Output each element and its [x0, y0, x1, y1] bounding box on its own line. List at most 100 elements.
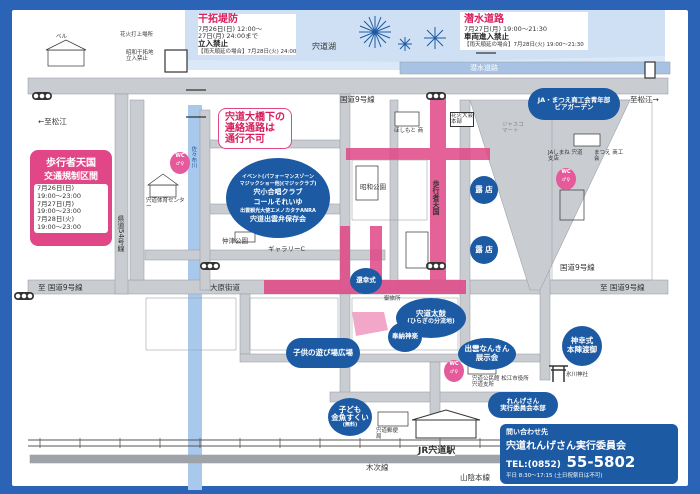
- hanabi-launch-label: 花火打上場所: [120, 32, 154, 38]
- shinkou-line2: 本陣渡御: [567, 345, 597, 354]
- hanabi-honbu-label: 花火大会本部: [450, 112, 474, 127]
- roten-bubble-2: 露 店: [470, 236, 498, 264]
- hokousha-d3: 7月28日(火): [37, 215, 74, 224]
- sensui-callout: 潜水道路 7月27日(月) 19:00～21:30 車両進入禁止 【雨天順延の場…: [460, 12, 588, 50]
- grid-lanterns: [355, 165, 585, 269]
- ja-beer-garden-bubble: JA・まつえ商工会青年部 ビアガーデン: [528, 88, 620, 120]
- hikaku-line1: 7月26日(日) 12:00～: [198, 24, 263, 33]
- nakamachi-park-label: 仲津公園: [222, 237, 248, 245]
- hokousha-t1: 19:00～23:00: [37, 191, 81, 200]
- contact-title: 問い合わせ先: [506, 428, 548, 436]
- hikaku-rain: 【雨天順延の場合】7月28日(火) 24:00: [198, 49, 297, 56]
- event-line5: 出雲観光大使エメノカタテANRA: [240, 207, 316, 214]
- hokousha-d1: 7月26日(日): [37, 184, 74, 192]
- sanin-line-label: 山陰本線: [460, 473, 490, 482]
- kouminkan-label: 宍道公民館 松江市役所宍道支所: [472, 376, 529, 389]
- shinkou-bubble: 神幸式 本陣渡御: [562, 326, 602, 366]
- torii-icon: [549, 365, 568, 382]
- nankin-line2: 展示会: [475, 353, 499, 362]
- shinkou-line1: 神幸式: [570, 336, 594, 346]
- hokousha-title1: 歩行者天国: [46, 158, 96, 169]
- otabisho-label: 御旅所: [384, 296, 401, 302]
- sensui-line2: 車両進入禁止: [464, 31, 509, 41]
- showa-park-label: 昭和公園: [360, 183, 386, 191]
- kodomo-bubble: 子供の遊び場広場: [286, 338, 360, 368]
- bridge-line3: 通行不可: [225, 134, 265, 145]
- hokousha-vertical-label: 歩行者天国: [432, 180, 441, 215]
- bell-label: ベル: [56, 34, 68, 40]
- station-building-icon: [411, 409, 481, 439]
- izumo-right-label: 至 国道9号線: [600, 283, 645, 292]
- kendo54-label: 県道54号線: [117, 215, 126, 252]
- event-line2: マジックショー他)(マジックラブ): [239, 180, 317, 187]
- contact-org: 宍道れんげさん実行委員会: [506, 441, 626, 452]
- honou-kagura-bubble: 奉納神楽: [388, 322, 422, 352]
- double-arrow-icons: [186, 52, 496, 118]
- yubinkyoku-label: 宍道郵便局: [376, 428, 399, 441]
- taiko-line1: 宍道太鼓: [416, 309, 446, 319]
- sensui-rain: 【雨天順延の場合】7月28日(火) 19:00～21:30: [464, 41, 584, 48]
- event-line3: 宍小合唱クラブ: [253, 187, 303, 196]
- hokousha-box: 歩行者天国 交通規制区間 7月26日(日) 19:00～23:00 7月27日(…: [30, 150, 112, 246]
- nankin-line1: 出雲なんきん: [464, 344, 510, 354]
- sasafu-river-label: 佐々布川: [190, 146, 197, 168]
- gallery-label: ギャラリーC: [268, 245, 306, 253]
- contact-tel-label: TEL:(0852): [506, 460, 561, 470]
- hokousha-t3: 19:00～23:00: [37, 222, 81, 231]
- izumo-left-label: 至 国道9号線: [38, 283, 83, 292]
- bridge-warning: 宍道大橋下の 連絡通路は 通行不可: [218, 108, 292, 149]
- hokousha-d2: 7月27日(月): [37, 199, 74, 208]
- hokousha-t2: 19:00～23:00: [37, 207, 81, 216]
- hokousha-schedule: 7月26日(日) 19:00～23:00 7月27日(月) 19:00～23:0…: [34, 184, 108, 233]
- sensui-line1: 7月27日(月) 19:00～21:30: [464, 24, 548, 33]
- hikaku-line3: 立入禁止: [198, 39, 228, 49]
- hikaku-line2: 27日(月) 24:00まで: [198, 31, 259, 40]
- fireworks-icon: [359, 16, 446, 51]
- honbu-line2: 実行委員会本部: [500, 404, 546, 412]
- kanshin-bubble: 還幸式: [350, 268, 382, 294]
- hokousha-title2: 交通規制区間: [43, 172, 98, 182]
- river-sasafu: [188, 105, 202, 490]
- event-line1: イベント(パフォーマンスゾーン: [242, 173, 314, 180]
- roten-bubble-1: 露 店: [470, 176, 498, 204]
- honbu-line1: れんげさん: [506, 396, 540, 405]
- wc-icon-3: WC♂♀: [444, 360, 464, 382]
- kingyo-line2: 金魚すくい: [331, 413, 369, 423]
- sensui-title: 潜水道路: [464, 14, 504, 25]
- otabisho-area: [352, 312, 388, 336]
- jusco-label: ジャスコ マート: [502, 122, 524, 135]
- sensui-road-label: 潜水道路: [470, 64, 498, 72]
- gate-icons: [164, 49, 656, 79]
- lake-label: 宍道湖: [312, 42, 336, 51]
- wc-icon-2: WC♂♀: [556, 168, 576, 190]
- event-line6: 宍道出雲弁保存会: [250, 214, 306, 223]
- kokudo9-bottom-label: 国道9号線: [560, 263, 595, 272]
- showa-tokusetsu-label: 昭和干拓地 立入禁止: [126, 50, 154, 63]
- shokokai-label: まつえ 商工会: [594, 150, 624, 163]
- hikaku-title: 干拓堤防: [198, 14, 238, 25]
- bridge-line2: 連絡通路は: [225, 123, 275, 134]
- nankin-bubble: 出雲なんきん 展示会: [458, 338, 516, 370]
- kokudo9-top-label: 国道9号線: [340, 95, 375, 104]
- traffic-light-icons: [14, 92, 446, 300]
- kingyo-bubble: 子ども 金魚すくい (無料): [328, 398, 372, 436]
- kingyo-line1: 子ども: [338, 404, 362, 414]
- ja-branch-label: JAしまね 宍道支店: [548, 150, 583, 163]
- matsue-left-label: ←至松江: [38, 117, 67, 126]
- jr-station-label: JR宍道駅: [418, 446, 456, 457]
- contact-tel-row: TEL:(0852) 55-5802: [506, 452, 672, 471]
- ja-line1: JA・まつえ商工会青年部: [537, 95, 611, 104]
- ja-line2: ビアガーデン: [554, 103, 594, 111]
- contact-panel: 問い合わせ先 宍道れんげさん実行委員会 TEL:(0852) 55-5802 平…: [500, 424, 678, 484]
- road-network: [27, 61, 671, 464]
- hikaku-callout: 干拓堤防 7月26日(日) 12:00～ 27日(月) 24:00まで 立入禁止…: [198, 14, 297, 56]
- kingyo-line3: (無料): [342, 421, 358, 428]
- gym-label: 宍道体育センター: [146, 198, 185, 211]
- contact-hours: 平日 8:30～17:15 (土日祝祭日は不可): [506, 473, 603, 479]
- hoshimoto-label: ほしもと 商: [394, 128, 424, 134]
- wc-icon-1: WC♂♀: [170, 152, 190, 174]
- bridge-line1: 宍道大橋下の: [225, 112, 285, 123]
- contact-tel-number: 55-5802: [566, 453, 636, 471]
- ohara-label: 大原街道: [210, 283, 240, 292]
